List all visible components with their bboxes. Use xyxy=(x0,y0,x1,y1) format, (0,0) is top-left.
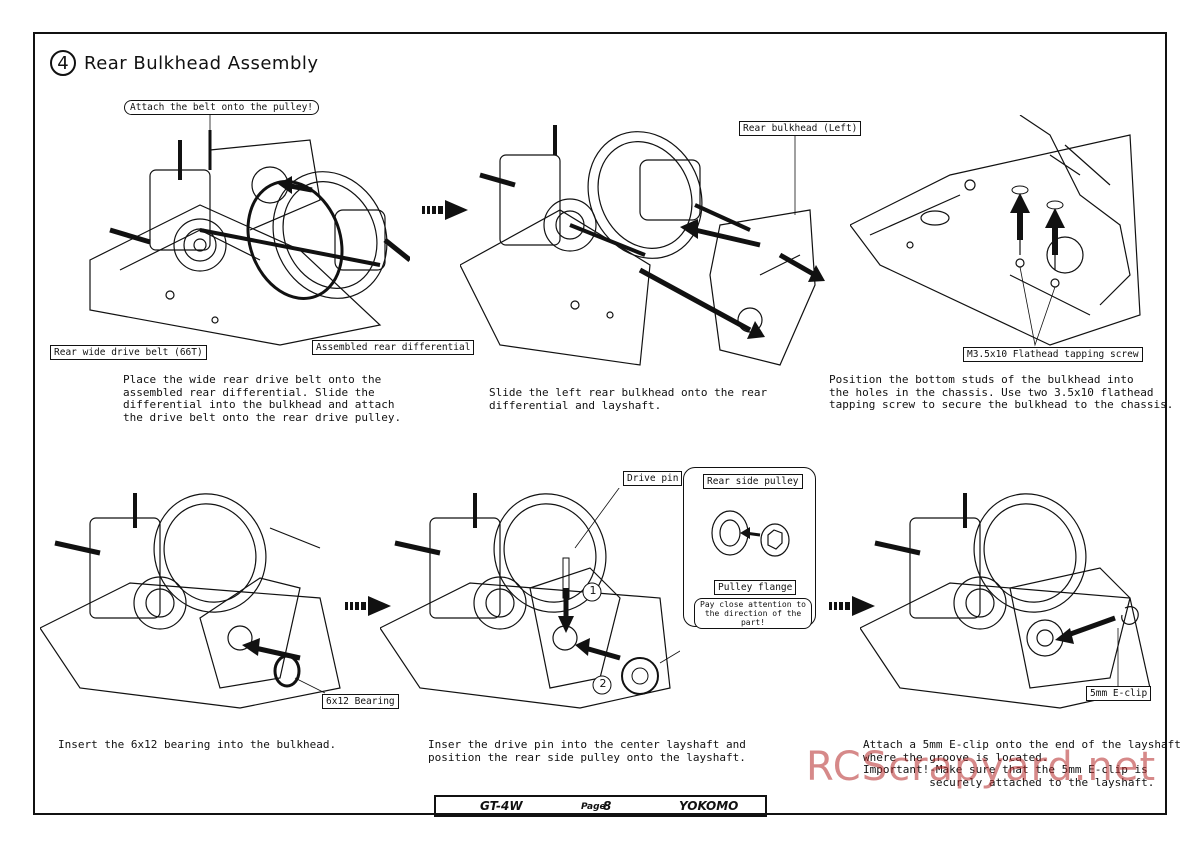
illustration-step-5 xyxy=(380,488,680,709)
page-frame xyxy=(33,32,1167,815)
step-marker-1: 1 xyxy=(589,584,597,597)
footer-brand: YOKOMO xyxy=(679,799,739,813)
illustration-step-3 xyxy=(850,115,1141,347)
step-number-badge: 4 xyxy=(50,50,76,76)
step-2-text: Slide the left rear bulkhead onto the re… xyxy=(489,386,768,412)
page-footer: GT-4W Page 8 YOKOMO xyxy=(434,795,767,817)
callout-rear-pulley: Rear side pulley xyxy=(703,474,803,489)
page-title: Rear Bulkhead Assembly xyxy=(84,52,319,74)
step-3-text: Position the bottom studs of the bulkhea… xyxy=(829,373,1174,411)
step-6-text: Attach a 5mm E-clip onto the end of the … xyxy=(863,738,1181,789)
callout-pulley-flange: Pulley flange xyxy=(714,580,797,595)
callout-bearing: 6x12 Bearing xyxy=(322,694,399,709)
illustration-step-1 xyxy=(89,110,410,346)
footer-model: GT-4W xyxy=(480,799,523,813)
step-1-text: Place the wide rear drive belt onto the … xyxy=(123,373,402,424)
footer-page-label: Page xyxy=(581,802,606,812)
step-marker-2: 2 xyxy=(599,677,607,690)
pulley-detail-illustration xyxy=(711,510,790,557)
step-4-text: Insert the 6x12 bearing into the bulkhea… xyxy=(58,738,337,751)
callout-assembled-diff: Assembled rear differential xyxy=(312,340,475,355)
footer-page-number: 8 xyxy=(603,799,612,813)
step-5-text: Inser the drive pin into the center lays… xyxy=(428,738,746,764)
flow-arrow-icon xyxy=(422,200,468,220)
callout-rear-belt: Rear wide drive belt (66T) xyxy=(50,345,207,360)
flow-arrow-icon xyxy=(829,596,875,616)
illustration-step-6 xyxy=(860,493,1151,709)
callout-eclip: 5mm E-clip xyxy=(1086,686,1152,701)
illustration-step-4 xyxy=(40,493,341,709)
callout-attach-belt: Attach the belt onto the pulley! xyxy=(124,100,320,115)
watermark: RCScrapyard.net xyxy=(806,744,1157,790)
callout-drive-pin: Drive pin xyxy=(623,471,683,486)
illustration-step-2 xyxy=(460,125,825,366)
callout-screw: M3.5x10 Flathead tapping screw xyxy=(963,347,1143,362)
step-header: 4 Rear Bulkhead Assembly xyxy=(50,50,319,76)
callout-bulkhead-left: Rear bulkhead (Left) xyxy=(739,121,862,136)
callout-attention: Pay close attention to the direction of … xyxy=(694,598,812,629)
flow-arrow-icon xyxy=(345,596,391,616)
